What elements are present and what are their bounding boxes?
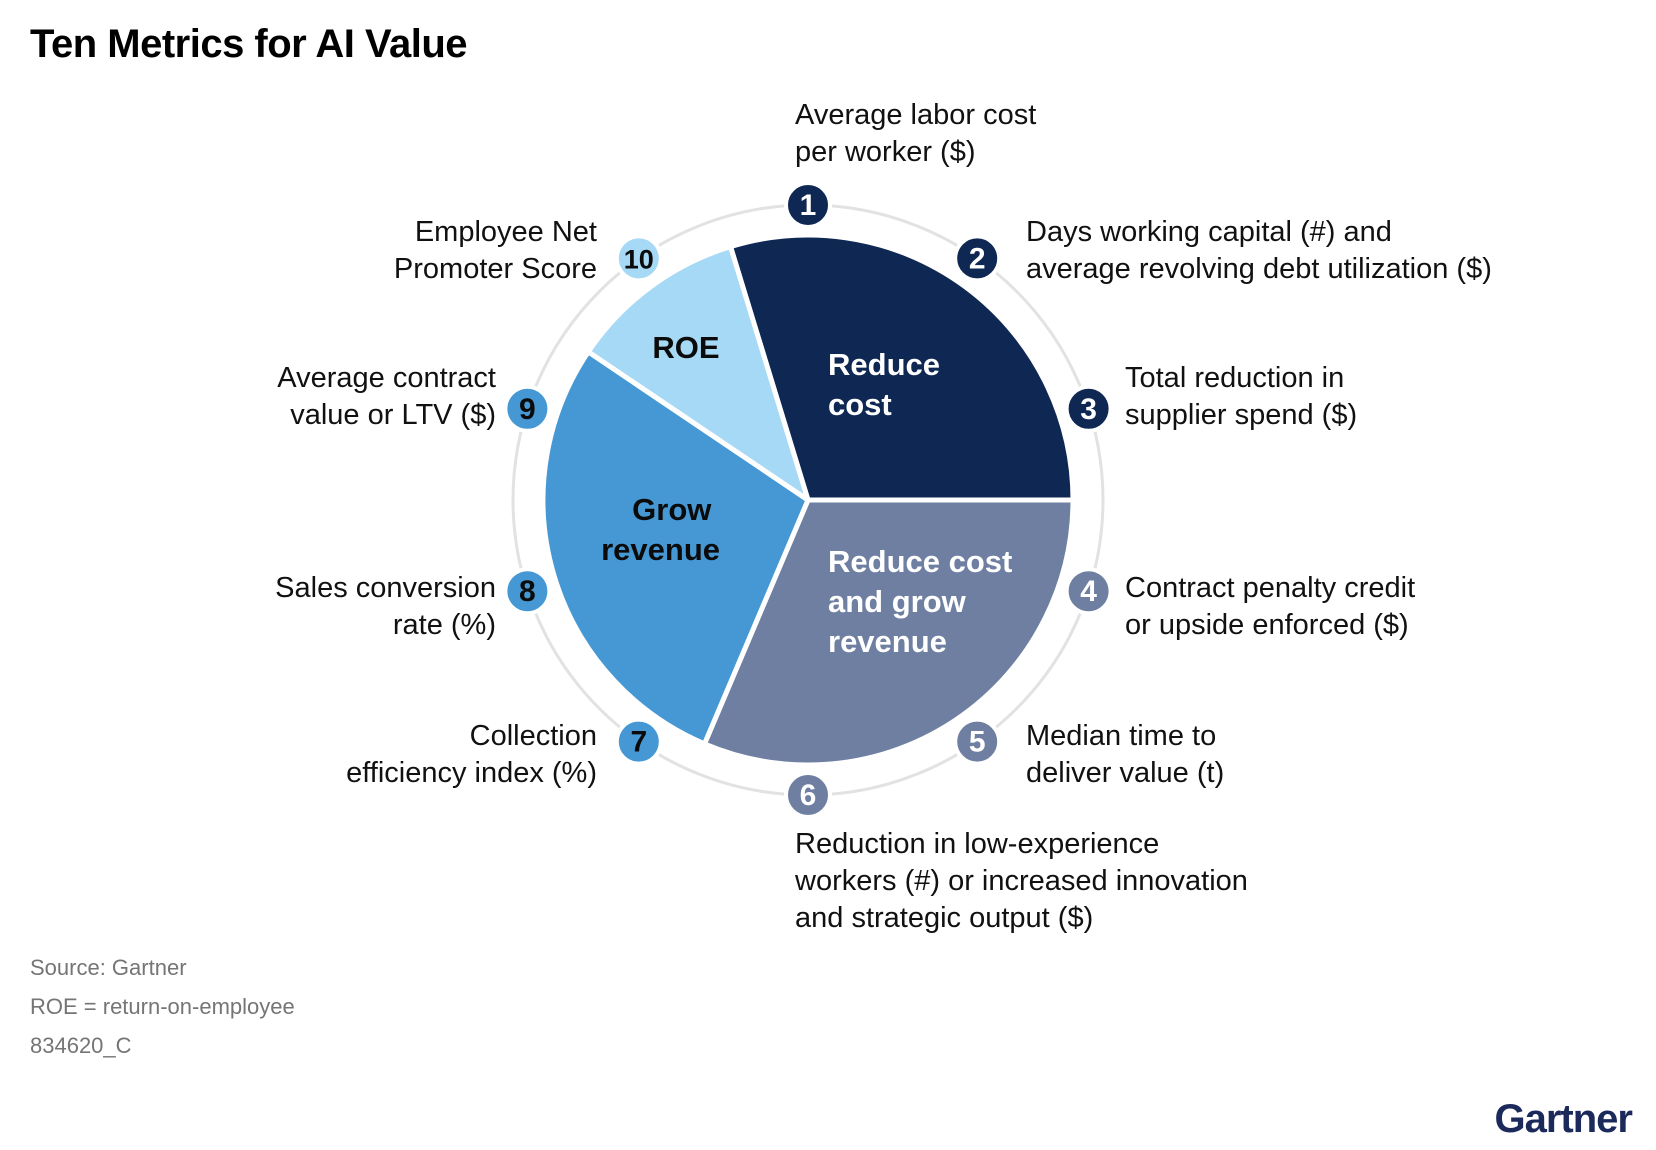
badge-number: 2 bbox=[969, 242, 986, 275]
slice-labels: Reduce cost Reduce cost and grow revenue… bbox=[601, 330, 1021, 659]
metric-badge-4: 4 bbox=[1064, 567, 1113, 616]
badge-number: 1 bbox=[800, 189, 817, 222]
badge-number: 5 bbox=[969, 726, 986, 759]
metric-badges: 1 2 3 4 5 6 7 8 9 10 bbox=[503, 181, 1113, 819]
slice-label-grow-revenue: Grow revenue bbox=[601, 492, 720, 567]
slice-label-roe: ROE bbox=[652, 330, 719, 365]
badge-number: 4 bbox=[1080, 575, 1097, 608]
metric-badge-2: 2 bbox=[953, 234, 1002, 283]
badge-number: 7 bbox=[630, 726, 647, 759]
metric-badge-10: 10 bbox=[614, 234, 663, 283]
badge-circle bbox=[503, 567, 552, 616]
slice-reduce-cost-and-grow-revenue bbox=[702, 497, 1076, 768]
badge-number: 10 bbox=[624, 244, 654, 274]
badge-number: 6 bbox=[800, 779, 817, 812]
badge-number: 3 bbox=[1080, 393, 1097, 426]
badge-circle bbox=[1064, 384, 1113, 433]
slice-roe bbox=[585, 244, 811, 503]
badge-circle bbox=[784, 181, 832, 229]
badge-circle bbox=[503, 384, 552, 433]
badge-number: 8 bbox=[519, 575, 536, 608]
slice-label-reduce-cost-and-grow-revenue: Reduce cost and grow revenue bbox=[828, 544, 1021, 659]
metric-badge-6: 6 bbox=[784, 771, 832, 819]
metric-badge-1: 1 bbox=[784, 181, 832, 229]
source-note: Source: Gartner bbox=[30, 955, 187, 980]
metric-badge-8: 8 bbox=[503, 567, 552, 616]
slice-label-reduce-cost: Reduce cost bbox=[828, 347, 949, 422]
slice-reduce-cost bbox=[728, 232, 1076, 503]
gartner-logo: Gartner bbox=[1494, 1097, 1633, 1141]
badge-circle bbox=[1064, 567, 1113, 616]
badge-circle bbox=[953, 234, 1002, 283]
slice-grow-revenue bbox=[540, 349, 811, 747]
page-title: Ten Metrics for AI Value bbox=[30, 22, 468, 66]
figure-id: 834620_C bbox=[30, 1033, 132, 1058]
pie-slices bbox=[540, 232, 1076, 768]
metric-badge-5: 5 bbox=[953, 717, 1002, 766]
badge-circle bbox=[614, 234, 663, 283]
badge-number: 9 bbox=[519, 393, 536, 426]
metric-badge-7: 7 bbox=[614, 717, 663, 766]
badge-circle bbox=[784, 771, 832, 819]
metric-badge-3: 3 bbox=[1064, 384, 1113, 433]
roe-definition: ROE = return-on-employee bbox=[30, 994, 295, 1019]
badge-circle bbox=[953, 717, 1002, 766]
metric-badge-9: 9 bbox=[503, 384, 552, 433]
badge-circle bbox=[614, 717, 663, 766]
